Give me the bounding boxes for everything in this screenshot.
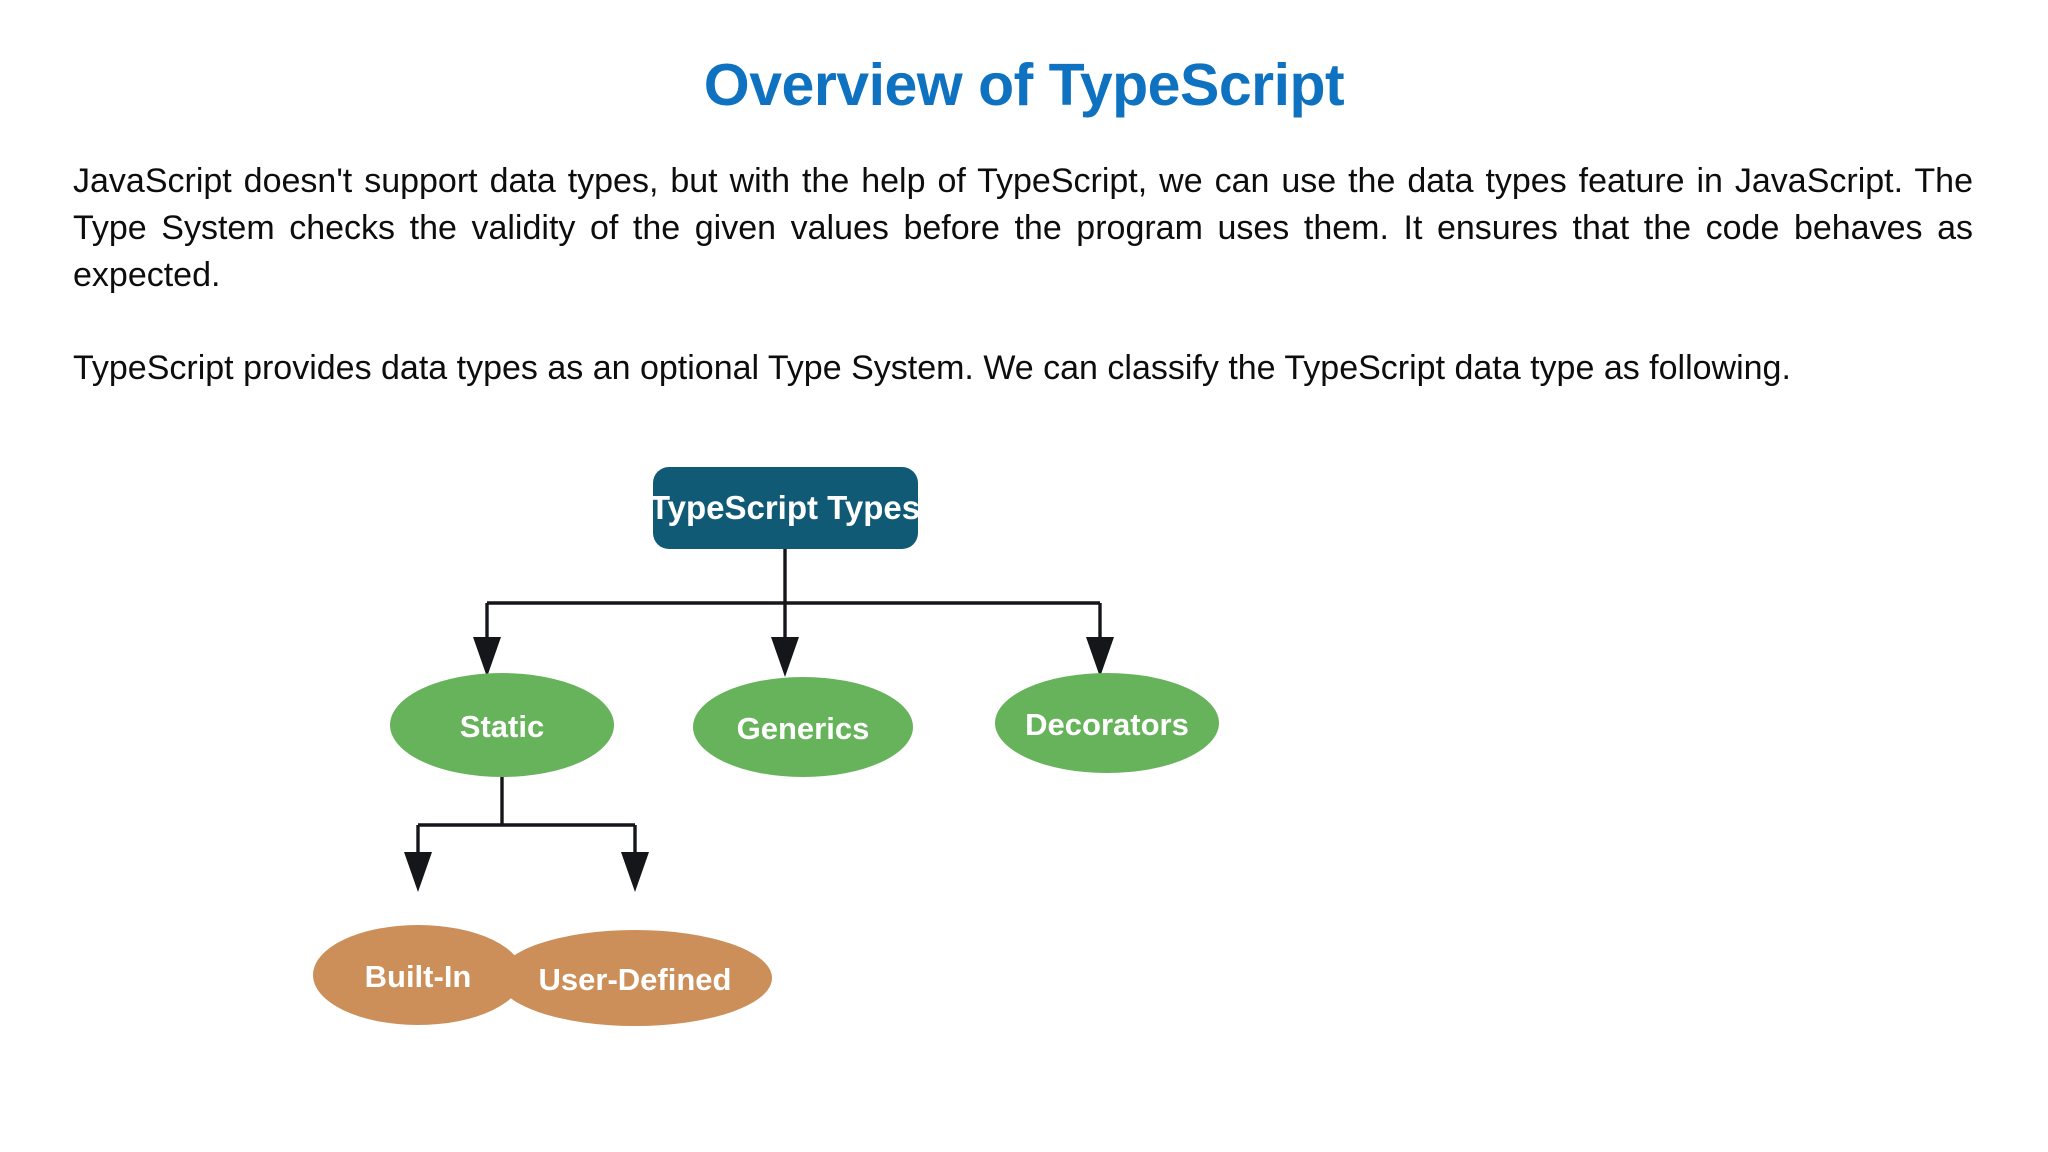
node-generics[interactable]: Generics (693, 677, 913, 777)
arrowhead-generics (771, 637, 799, 677)
body-copy: JavaScript doesn't support data types, b… (73, 158, 1973, 392)
node-user-defined-shape (498, 930, 772, 1026)
arrowhead-userdefined (621, 852, 649, 892)
arrowhead-static (473, 637, 501, 677)
paragraph-classification: TypeScript provides data types as an opt… (73, 349, 1791, 387)
paragraph-intro: JavaScript doesn't support data types, b… (73, 162, 1973, 294)
node-root-shape (653, 467, 918, 549)
node-decorators-label: Decorators (1025, 707, 1189, 742)
arrowhead-builtin (404, 852, 432, 892)
node-static-label: Static (460, 709, 544, 744)
page-title: Overview of TypeScript (703, 52, 1345, 118)
edge-group-static-children (404, 773, 649, 892)
edge-group-root-children (473, 549, 1114, 677)
node-static[interactable]: Static (390, 673, 614, 777)
node-user-defined[interactable]: User-Defined (498, 930, 772, 1026)
typescript-types-diagram: TypeScript Types Static Generics Decorat… (313, 455, 1640, 1026)
node-static-shape (390, 673, 614, 777)
node-generics-shape (693, 677, 913, 777)
paragraph-spacer (73, 299, 1973, 345)
node-built-in[interactable]: Built-In (313, 925, 523, 1025)
node-root-label: TypeScript Types (650, 489, 920, 526)
node-root[interactable]: TypeScript Types (650, 467, 920, 549)
node-decorators-shape (995, 673, 1219, 773)
node-decorators[interactable]: Decorators (995, 673, 1219, 773)
node-built-in-label: Built-In (365, 959, 472, 994)
node-built-in-shape (313, 925, 523, 1025)
arrowhead-decorators (1086, 637, 1114, 677)
node-generics-label: Generics (737, 711, 870, 746)
node-user-defined-label: User-Defined (539, 962, 732, 997)
